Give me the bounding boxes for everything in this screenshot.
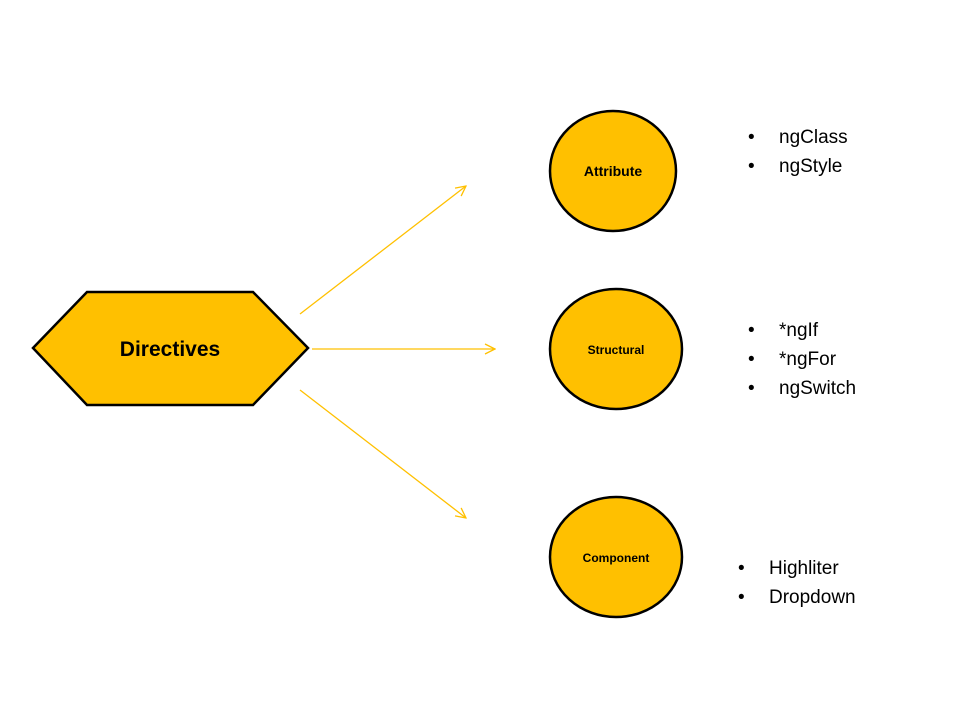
bullet-icon: • xyxy=(748,378,755,399)
structural-label: Structural xyxy=(588,343,645,357)
bullet-icon: • xyxy=(748,320,755,341)
bullet-icon: • xyxy=(738,558,745,579)
structural-circle xyxy=(548,287,684,411)
directives-label: Directives xyxy=(120,338,220,361)
list-item: •ngStyle xyxy=(748,152,848,181)
list-item: •*ngFor xyxy=(748,345,856,374)
directives-hexagon xyxy=(31,290,310,407)
component-directive-list: •Highliter •Dropdown xyxy=(738,554,856,612)
list-item: •Dropdown xyxy=(738,583,856,612)
component-circle xyxy=(548,495,684,619)
attribute-directive-list: •ngClass •ngStyle xyxy=(748,123,848,181)
arrow-to-component xyxy=(299,389,466,518)
arrow-to-attribute xyxy=(299,186,466,315)
bullet-icon: • xyxy=(738,587,745,608)
structural-directive-list: •*ngIf •*ngFor •ngSwitch xyxy=(748,316,856,403)
attribute-label: Attribute xyxy=(584,163,643,179)
bullet-icon: • xyxy=(748,349,755,370)
list-item: •ngSwitch xyxy=(748,374,856,403)
attribute-circle xyxy=(548,109,678,233)
component-label: Component xyxy=(583,551,650,565)
list-item: •Highliter xyxy=(738,554,856,583)
list-item: •ngClass xyxy=(748,123,848,152)
bullet-icon: • xyxy=(748,156,755,177)
bullet-icon: • xyxy=(748,127,755,148)
list-item: •*ngIf xyxy=(748,316,856,345)
